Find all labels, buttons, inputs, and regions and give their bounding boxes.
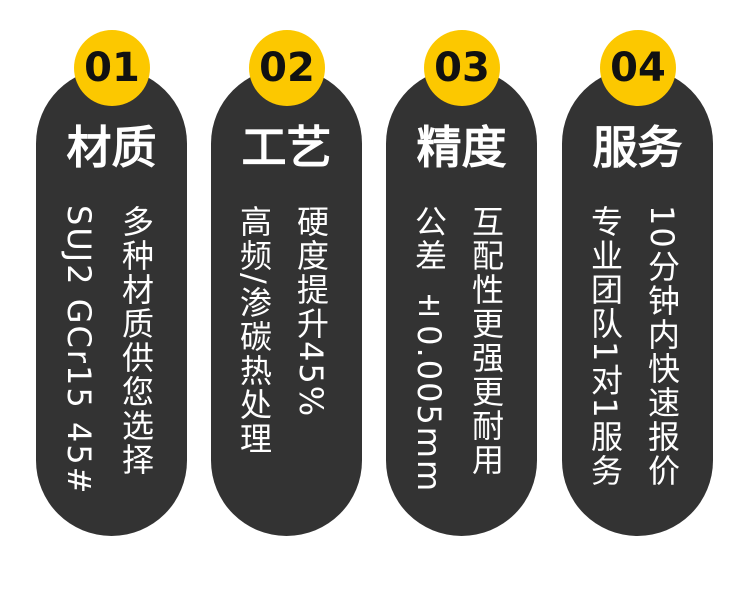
card-line2: 公差 ±0.005mm xyxy=(410,205,448,494)
card-precision: 精度 互配性更强更耐用 公差 ±0.005mm xyxy=(386,68,537,536)
card-line1: 互配性更强更耐用 xyxy=(467,205,505,477)
card-title: 工艺 xyxy=(241,121,332,174)
card-line1: 多种材质供您选择 xyxy=(117,205,155,477)
badge-04: 04 xyxy=(600,30,676,106)
card-material: 材质 多种材质供您选择 SUJ2 GCr15 45# xyxy=(36,68,187,536)
card-line2: SUJ2 GCr15 45# xyxy=(60,205,98,496)
badge-01: 01 xyxy=(74,30,150,106)
card-line2: 高频/渗碳热处理 xyxy=(235,205,273,456)
card-line2: 专业团队1对1服务 xyxy=(586,205,624,488)
card-line1: 硬度提升45% xyxy=(292,205,330,419)
card-service: 服务 10分钟内快速报价 专业团队1对1服务 xyxy=(562,68,713,536)
card-process: 工艺 硬度提升45% 高频/渗碳热处理 xyxy=(211,68,362,536)
card-line1: 10分钟内快速报价 xyxy=(643,205,681,488)
badge-03: 03 xyxy=(424,30,500,106)
card-title: 精度 xyxy=(416,121,507,174)
card-title: 服务 xyxy=(592,121,683,174)
card-title: 材质 xyxy=(66,121,157,174)
badge-02: 02 xyxy=(249,30,325,106)
